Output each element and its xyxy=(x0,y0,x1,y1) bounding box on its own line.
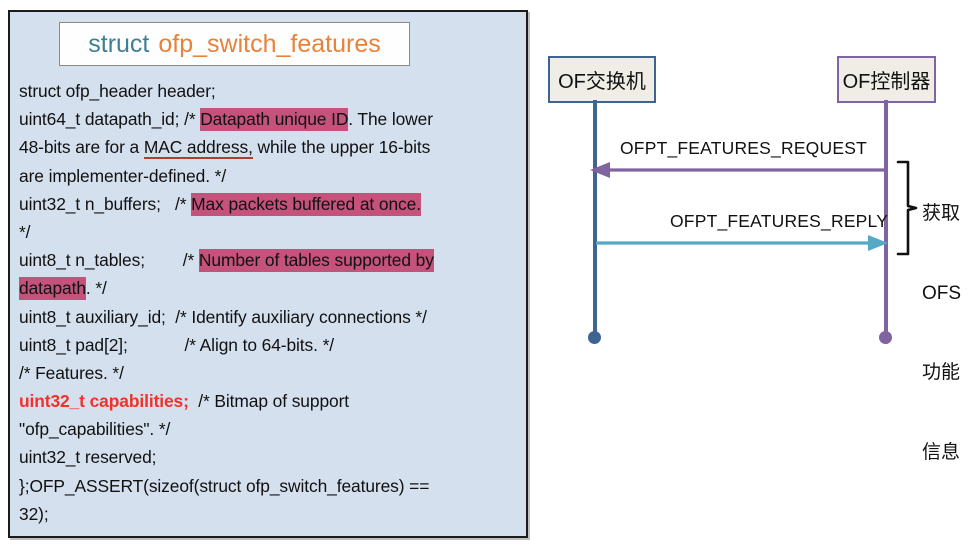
emphasis-capabilities: uint32_t capabilities; xyxy=(19,391,189,412)
spellcheck-mac-address: MAC address, xyxy=(143,137,253,160)
struct-title-box: struct ofp_switch_features xyxy=(59,22,410,66)
annotation-line: OFS xyxy=(922,282,962,304)
scope-annotation: 获取 OFS 功能 信息 xyxy=(922,148,961,519)
code-text: */ xyxy=(19,221,31,242)
code-line-ofp-capabilities: "ofp_capabilities". */ xyxy=(19,415,525,443)
scope-brace-icon xyxy=(896,160,918,256)
highlight-max-packets: Max packets buffered at once. xyxy=(191,192,421,216)
code-line-implementer-defined: are implementer-defined. */ xyxy=(19,162,525,190)
code-line-n-tables: uint8_t n_tables; /* Number of tables su… xyxy=(19,246,525,274)
code-text: while the upper 16-bits xyxy=(252,137,431,158)
code-line-mac-address: 48-bits are for a MAC address, while the… xyxy=(19,133,525,161)
code-text: uint8_t auxiliary_id; /* Identify auxili… xyxy=(19,306,427,327)
features-reply-label: OFPT_FEATURES_REPLY xyxy=(670,211,889,231)
of-switch-lifeline-end-dot xyxy=(588,331,601,344)
annotation-line: 获取 xyxy=(922,203,961,224)
annotation-line: 功能 xyxy=(922,362,961,383)
code-text: 48-bits are for a xyxy=(19,137,144,158)
of-controller-lifeline xyxy=(884,100,888,338)
struct-definition-panel: struct ofp_switch_features struct ofp_he… xyxy=(8,10,528,538)
code-text: };OFP_ASSERT(sizeof(struct ofp_switch_fe… xyxy=(19,475,430,496)
of-controller-label: OF控制器 xyxy=(842,71,931,93)
code-text: uint64_t datapath_id; /* xyxy=(19,109,201,130)
code-line-features-comment: /* Features. */ xyxy=(19,359,525,387)
code-line-comment-close-1: */ xyxy=(19,218,525,246)
highlight-datapath-unique-id: Datapath unique ID xyxy=(200,108,349,132)
code-text: uint32_t reserved; xyxy=(19,447,157,468)
code-line-datapath-close: datapath. */ xyxy=(19,274,525,302)
code-text: struct ofp_header header; xyxy=(19,81,216,101)
message-sequence-diagram: OF交换机 OF控制器 OFPT_FEATURES_REQUEST OFPT_F… xyxy=(530,0,978,552)
struct-title-name: ofp_switch_features xyxy=(158,29,381,58)
code-text: uint8_t pad[2]; /* Align to 64-bits. */ xyxy=(19,334,334,355)
annotation-line: 信息 xyxy=(922,441,961,463)
code-text: uint8_t n_tables; /* xyxy=(19,250,199,271)
code-line-reserved: uint32_t reserved; xyxy=(19,443,525,471)
code-text: uint32_t n_buffers; /* xyxy=(19,193,192,214)
of-switch-label: OF交换机 xyxy=(558,71,646,93)
code-line-capabilities: uint32_t capabilities; /* Bitmap of supp… xyxy=(19,387,525,415)
code-text: 32); xyxy=(19,503,49,524)
highlight-datapath: datapath xyxy=(19,277,86,301)
features-request-label: OFPT_FEATURES_REQUEST xyxy=(620,138,867,158)
struct-code-body: struct ofp_header header; uint64_t datap… xyxy=(19,77,525,528)
features-reply-arrow xyxy=(596,235,888,251)
code-line-assert-close: 32); xyxy=(19,500,525,528)
code-line-n-buffers: uint32_t n_buffers; /* Max packets buffe… xyxy=(19,190,525,218)
code-text: . The lower xyxy=(348,109,433,130)
code-line-header-field: struct ofp_header header; xyxy=(19,77,525,105)
message-arrows xyxy=(590,162,888,251)
features-request-arrow xyxy=(590,162,886,178)
code-text: . */ xyxy=(85,278,107,299)
code-line-datapath-id: uint64_t datapath_id; /* Datapath unique… xyxy=(19,105,525,133)
code-text: /* Bitmap of support xyxy=(188,391,350,412)
code-line-pad: uint8_t pad[2]; /* Align to 64-bits. */ xyxy=(19,331,525,359)
of-switch-lifeline xyxy=(593,100,597,338)
code-text: "ofp_capabilities". */ xyxy=(19,419,171,440)
code-text: /* Features. */ xyxy=(19,362,124,383)
code-line-auxiliary-id: uint8_t auxiliary_id; /* Identify auxili… xyxy=(19,303,525,331)
code-text: are implementer-defined. */ xyxy=(19,165,227,186)
of-switch-node: OF交换机 xyxy=(548,56,656,103)
highlight-number-of-tables: Number of tables supported by xyxy=(198,249,434,273)
of-controller-lifeline-end-dot xyxy=(879,331,892,344)
code-line-ofp-assert: };OFP_ASSERT(sizeof(struct ofp_switch_fe… xyxy=(19,472,525,500)
struct-title-keyword: struct xyxy=(88,29,150,58)
